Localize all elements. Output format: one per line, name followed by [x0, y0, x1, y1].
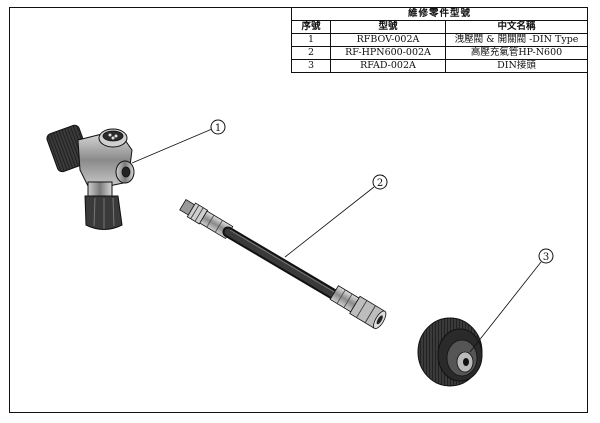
callout-1: 1 [131, 119, 226, 164]
din-connector-part [417, 317, 483, 387]
callout-2: 2 [284, 174, 388, 258]
table-row: 1 RFBOV-002A 洩壓閥 & 開關閥 -DIN Type [291, 33, 588, 47]
callout-label: 2 [377, 178, 383, 189]
callout-label: 3 [543, 252, 549, 263]
parts-table: 維修零件型號 序號 型號 中文名稱 1 RFBOV-002A 洩壓閥 & 開關閥… [291, 7, 588, 73]
callout-3: 3 [469, 248, 554, 353]
row-no: 3 [291, 59, 331, 73]
callout-label: 1 [215, 123, 221, 134]
valve-part [46, 124, 135, 230]
row-name: DIN接頭 [445, 59, 588, 73]
hose-part [179, 199, 387, 330]
table-row: 3 RFAD-002A DIN接頭 [291, 59, 588, 73]
row-model: RFAD-002A [330, 59, 446, 73]
